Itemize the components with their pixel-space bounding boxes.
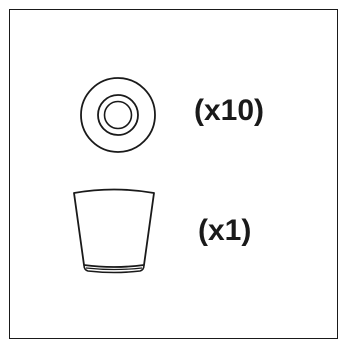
cup-quantity-label: (x1)	[198, 214, 252, 247]
parts-list-frame: (x10) (x1)	[9, 9, 338, 339]
washer-icon	[78, 75, 158, 155]
washer-quantity-label: (x10)	[194, 94, 265, 127]
cup-icon	[72, 187, 156, 277]
